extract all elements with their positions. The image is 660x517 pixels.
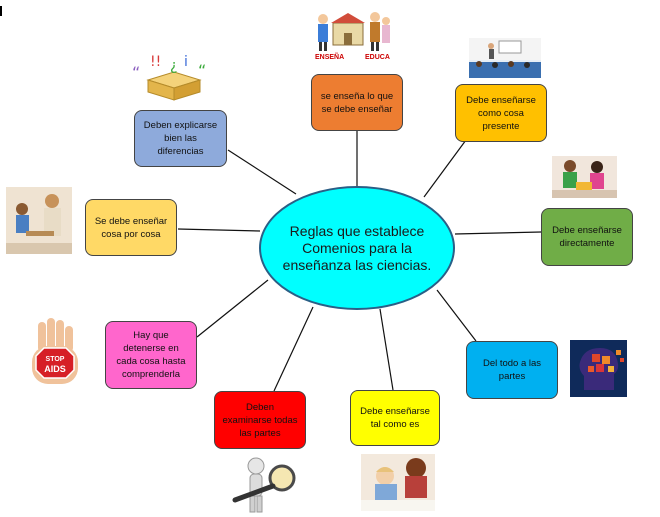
- open-box-icon: “ !! ¿ i “: [132, 54, 206, 101]
- caption-ensena: ENSEÑA: [315, 54, 345, 61]
- svg-text:“: “: [132, 63, 140, 82]
- classroom-photo: [469, 38, 541, 78]
- people-school-icon: [318, 12, 390, 51]
- child-writing-photo: [361, 454, 435, 511]
- magnifier-person-illustration: [230, 456, 300, 514]
- connector-top-right: [423, 139, 467, 198]
- child-writing-icon: [361, 458, 435, 511]
- connector-left-lower: [196, 279, 269, 338]
- node-top: se enseña lo que se debe enseñar: [311, 74, 403, 131]
- stop-aids-hand-illustration: STOP AIDS: [24, 318, 90, 388]
- magnifying-glass-icon: [232, 457, 296, 513]
- node-top-right: Debe enseñarse como cosa presente: [455, 84, 547, 142]
- node-top-left: Deben explicarse bien las diferencias: [134, 110, 227, 167]
- connector-bottom-left: [273, 306, 314, 392]
- head-puzzle-illustration: [570, 340, 627, 397]
- svg-text:i: i: [184, 54, 188, 70]
- aids-label: AIDS: [44, 364, 66, 374]
- node-bottom-left: Deben examinarse todas las partes: [214, 391, 306, 449]
- puzzle-head-icon: [579, 348, 624, 390]
- node-left-lower: Hay que detenerse en cada cosa hasta com…: [105, 321, 197, 389]
- node-bottom: Debe enseñarse tal como es: [350, 390, 440, 446]
- classroom-icon: [469, 38, 541, 78]
- connector-right: [454, 231, 542, 235]
- node-bottom-right: Del todo a las partes: [466, 341, 558, 399]
- node-right: Debe enseñarse directamente: [541, 208, 633, 266]
- stop-label: STOP: [46, 356, 65, 363]
- connector-bottom: [379, 308, 394, 391]
- connector-bottom-right: [436, 289, 477, 342]
- connector-left: [177, 228, 261, 232]
- svg-text:“: “: [198, 61, 206, 80]
- corner-mark: [0, 6, 2, 16]
- connector-top-left: [227, 149, 297, 195]
- kids-icon: [552, 160, 617, 198]
- mother-child-photo: [6, 187, 72, 254]
- quotes-box-illustration: “ !! ¿ i “: [128, 52, 220, 102]
- node-left: Se debe enseñar cosa por cosa: [85, 199, 177, 256]
- central-concept: Reglas que establece Comenios para la en…: [259, 186, 455, 310]
- hand-stop-icon: STOP AIDS: [32, 318, 78, 384]
- svg-text:!!: !!: [150, 54, 161, 70]
- mother-child-icon: [6, 194, 72, 254]
- kids-playing-photo: [552, 156, 617, 198]
- svg-text:¿: ¿: [170, 58, 177, 74]
- caption-educa: EDUCA: [365, 54, 390, 61]
- teach-educate-illustration: ENSEÑA EDUCA: [313, 5, 395, 63]
